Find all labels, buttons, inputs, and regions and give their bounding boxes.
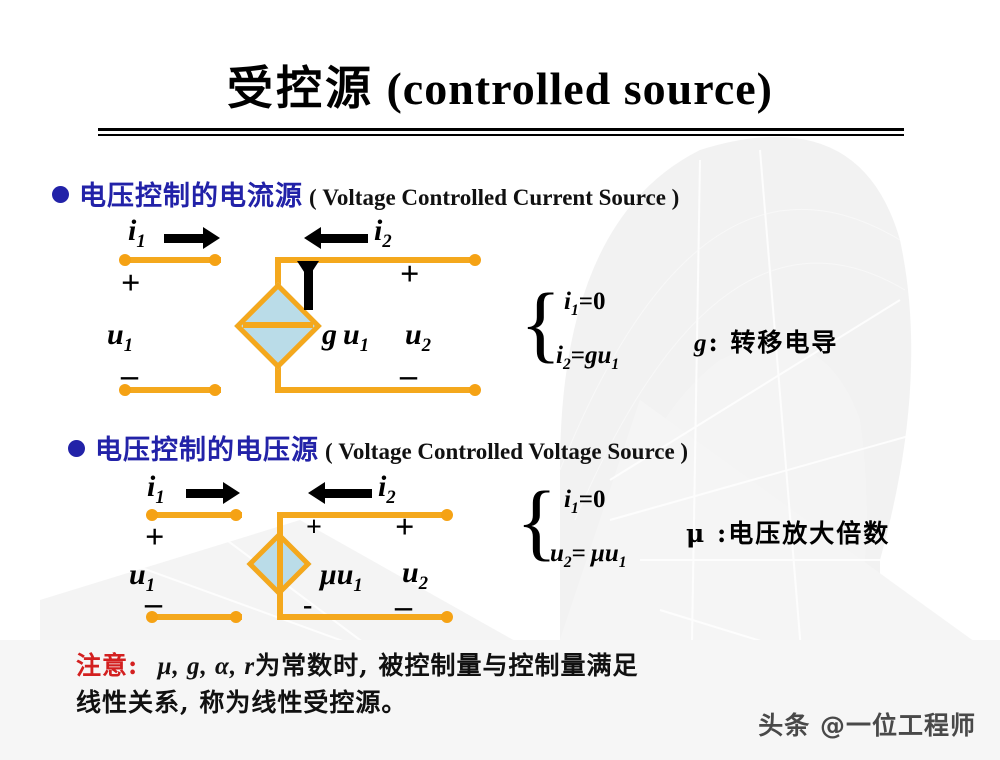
section-1-label-cn: 电压控制的电流源 <box>79 181 303 212</box>
brace-icon-1: { <box>520 275 562 371</box>
label-source-expression-mu-u1: μu1 <box>320 558 363 596</box>
section-heading-vcvs: 电压控制的电压源( Voltage Controlled Voltage Sou… <box>68 428 688 467</box>
label-port1-plus: + <box>121 265 141 302</box>
title-divider-bottom <box>98 134 904 136</box>
label-port1-minus: – <box>145 585 162 622</box>
label-i2: i2 <box>374 214 392 252</box>
bottom-note-symbols: μ, g, α, r <box>157 653 256 680</box>
equation-2-1: i1=0 <box>564 486 606 517</box>
label-port2-minus: – <box>395 588 412 625</box>
label-port1-minus: – <box>121 357 138 394</box>
section-2-label-en: ( Voltage Controlled Voltage Source ) <box>325 439 689 464</box>
terminal-node-l2-bot <box>146 611 158 623</box>
current-source-bar <box>243 322 313 328</box>
wire-src-bottom-1 <box>275 365 281 393</box>
slide-title-cn: 受控源 <box>226 61 374 115</box>
equation-2-2: u2= μu1 <box>550 540 627 571</box>
terminal-node-l1-top <box>119 254 131 266</box>
wire-left-top-1 <box>125 257 221 263</box>
terminal-node-l1-bot <box>119 384 131 396</box>
label-u2: u2 <box>402 556 428 594</box>
wire-right-bottom-1 <box>275 387 475 393</box>
note-voltage-gain: μ :电压放大倍数 <box>686 519 891 548</box>
section-2-label-cn: 电压控制的电压源 <box>95 435 319 466</box>
terminal-node-l2-top <box>146 509 158 521</box>
equation-1-2: i2=gu1 <box>556 342 620 373</box>
wire-left-top-2 <box>152 512 242 518</box>
bottom-note-line1: 为常数时, 被控制量与控制量满足 <box>255 651 639 680</box>
bullet-icon <box>52 186 69 203</box>
label-u1: u1 <box>107 318 133 356</box>
equation-1-1: i1=0 <box>564 288 606 319</box>
wire-src-bottom-2 <box>277 584 283 620</box>
arrow-i2-direction <box>308 482 372 504</box>
section-heading-vccs: 电压控制的电流源( Voltage Controlled Current Sou… <box>52 174 679 213</box>
label-source-expression-gu1: g u1 <box>322 318 369 356</box>
brace-icon-2: { <box>516 473 558 569</box>
label-u1: u1 <box>129 558 155 596</box>
arrow-source-current-direction <box>297 261 319 310</box>
bullet-icon <box>68 440 85 457</box>
wire-left-bottom-2 <box>152 614 242 620</box>
slide-title-en: (controlled source) <box>386 63 773 114</box>
label-port2-plus: + <box>400 256 420 293</box>
title-divider-top <box>98 128 904 131</box>
arrow-i2-direction <box>304 227 368 249</box>
label-port1-plus: + <box>145 519 165 556</box>
bottom-note-line2: 线性关系, 称为线性受控源。 <box>76 688 408 718</box>
terminal-node-l1-bot-right <box>209 384 221 396</box>
voltage-source-bar <box>277 531 283 597</box>
wire-src-top-1 <box>275 257 281 307</box>
terminal-node-l2-top-right <box>230 509 242 521</box>
label-u2: u2 <box>405 318 431 356</box>
section-1-label-en: ( Voltage Controlled Current Source ) <box>309 185 680 210</box>
arrow-i1-direction <box>186 482 240 504</box>
wire-right-top-2 <box>277 512 447 518</box>
wire-right-top-1 <box>275 257 475 263</box>
label-i2: i2 <box>378 470 396 508</box>
bottom-note: 注意: μ, g, α, r为常数时, 被控制量与控制量满足 线性关系, 称为线… <box>76 648 956 722</box>
slide-title: 受控源 (controlled source) <box>0 52 1000 118</box>
wire-left-bottom-1 <box>125 387 221 393</box>
label-source-plus: + <box>306 512 322 543</box>
arrow-i1-direction <box>164 227 220 249</box>
label-port2-plus: + <box>395 509 415 546</box>
wire-right-bottom-2 <box>277 614 447 620</box>
terminal-node-l1-top-right <box>209 254 221 266</box>
terminal-node-l2-bot-right <box>230 611 242 623</box>
label-port2-minus: – <box>400 357 417 394</box>
terminal-node-r1-bot <box>469 384 481 396</box>
label-source-minus: - <box>303 590 313 621</box>
terminal-node-r1-top <box>469 254 481 266</box>
label-i1: i1 <box>147 470 165 508</box>
terminal-node-r2-top <box>441 509 453 521</box>
label-i1: i1 <box>128 214 146 252</box>
terminal-node-r2-bot <box>441 611 453 623</box>
bottom-note-prefix: 注意: <box>76 651 139 680</box>
watermark: 头条 @一位工程师 <box>758 711 976 740</box>
wire-src-top-2 <box>277 512 283 542</box>
note-transfer-conductance: g: 转移电导 <box>694 328 839 357</box>
